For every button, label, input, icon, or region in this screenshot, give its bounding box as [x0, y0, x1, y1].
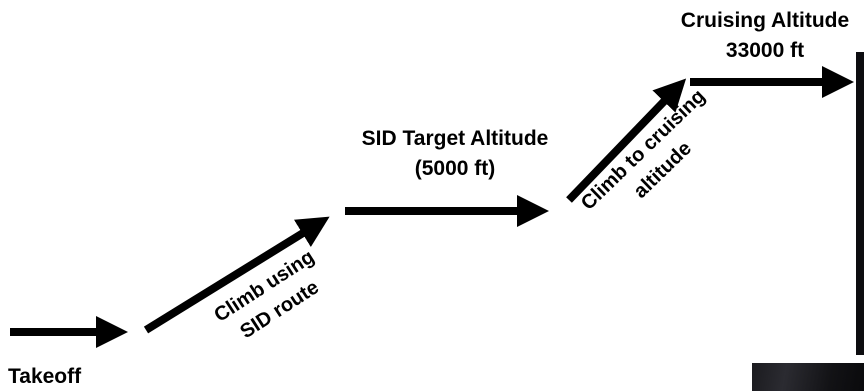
- sid-target-label: SID Target Altitude (5000 ft): [361, 127, 549, 180]
- climb-sid-arrow: [143, 216, 330, 334]
- cropped-image-corner: [752, 363, 864, 391]
- climb-cruise-arrow: [566, 78, 687, 203]
- cruise-label: Cruising Altitude 33000 ft: [680, 9, 850, 62]
- takeoff-label: Takeoff: [8, 365, 82, 388]
- cropped-image-edge: [856, 52, 864, 355]
